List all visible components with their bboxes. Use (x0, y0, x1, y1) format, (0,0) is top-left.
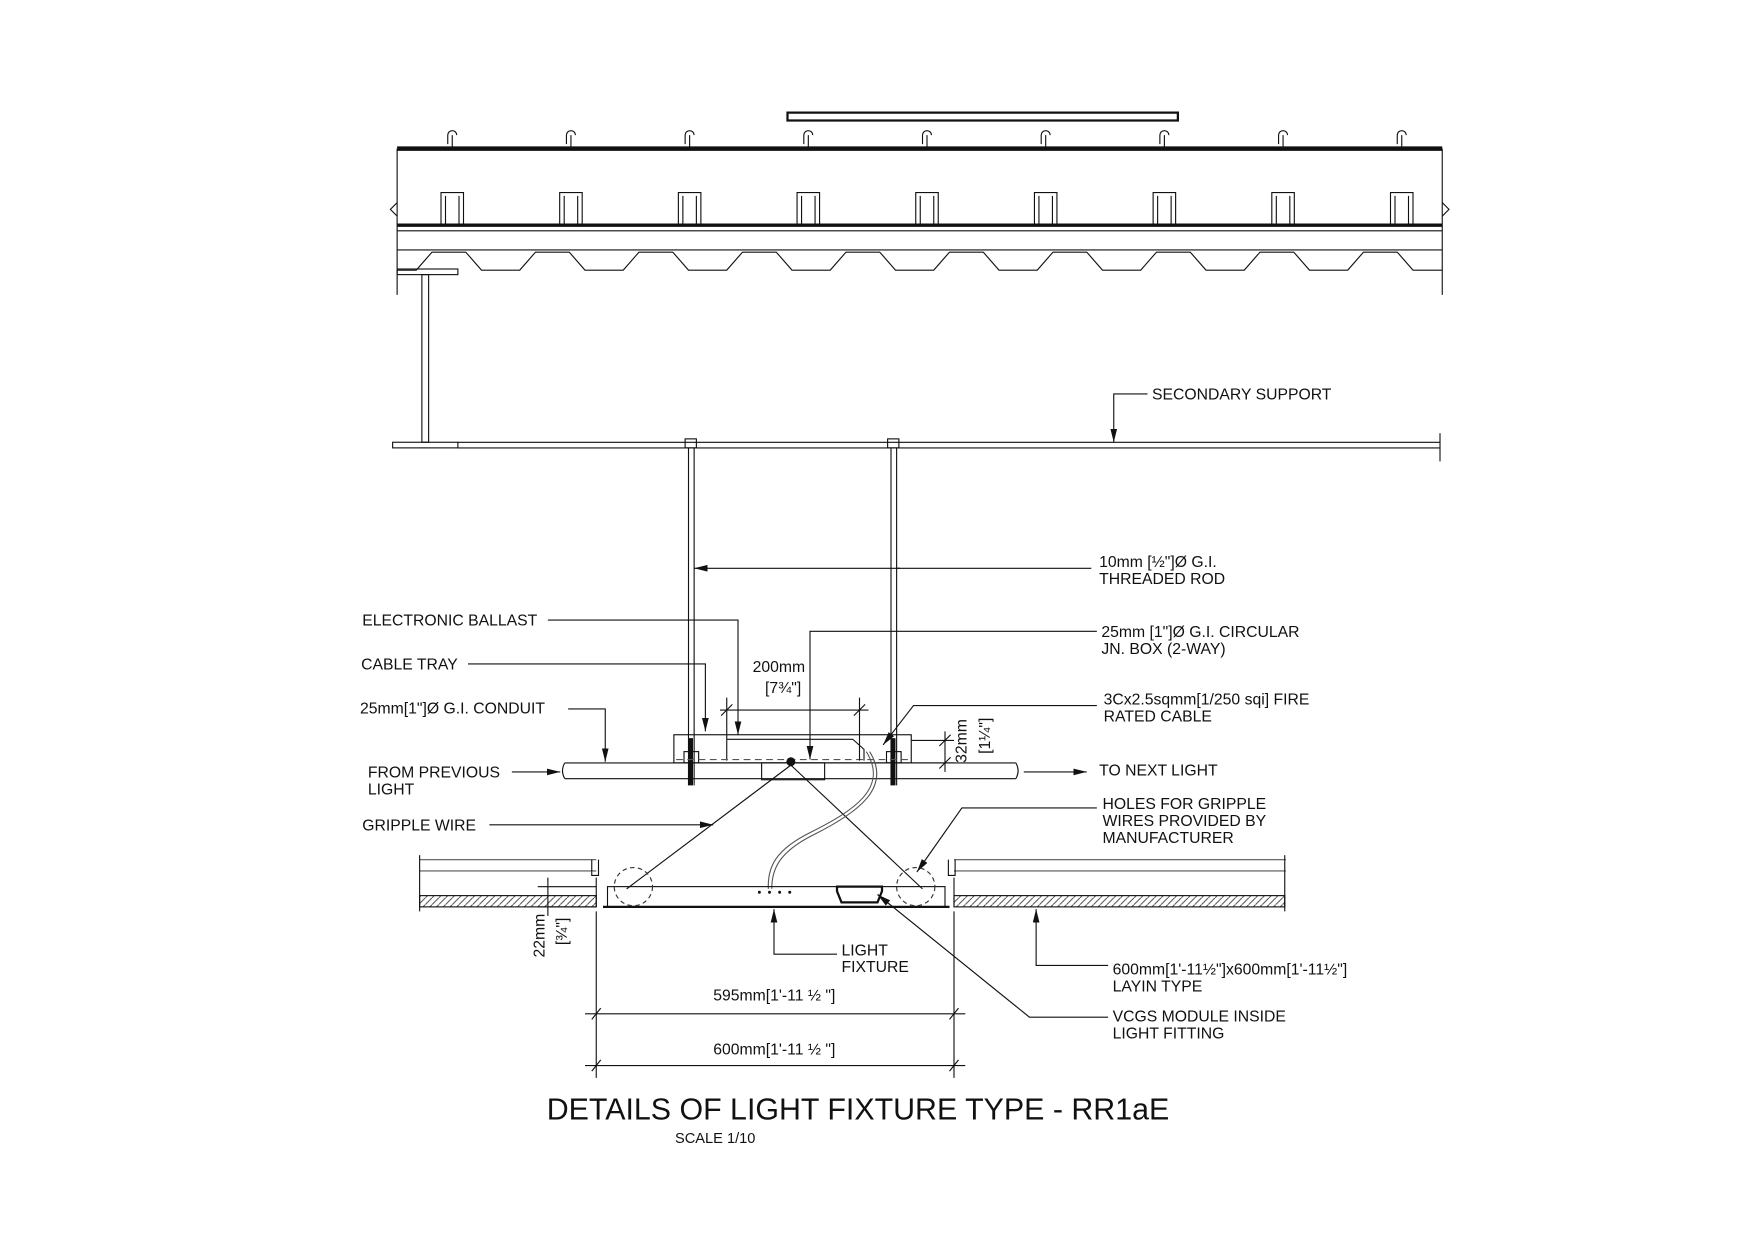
purlin (559, 191, 583, 226)
label-gripple-wire: GRIPPLE WIRE (362, 817, 476, 834)
gripple-wire-right (790, 764, 923, 890)
gi-conduit (561, 757, 1019, 781)
light-fixture (603, 866, 950, 908)
purlin (1033, 191, 1058, 226)
false-ceiling (419, 855, 1286, 912)
label-secondary-support: SECONDARY SUPPORT (1152, 387, 1332, 404)
roof-clip (565, 130, 576, 149)
roof-clip (1396, 130, 1407, 149)
gripple-wire-left (626, 764, 792, 890)
threaded-rods (683, 438, 902, 786)
purlin (915, 191, 939, 226)
gripple-hole-right (896, 866, 936, 907)
electronic-ballast (726, 738, 865, 761)
purlin (440, 191, 465, 226)
drawing-title: DETAILS OF LIGHT FIXTURE TYPE - RR1aE (547, 1094, 1169, 1127)
label-to-next-light: TO NEXT LIGHT (1099, 762, 1218, 779)
drawing-scale: SCALE 1/10 (675, 1131, 755, 1147)
fire-rated-cable (767, 751, 874, 889)
junction-box-center (786, 757, 796, 767)
roof-clip (803, 130, 814, 149)
label-threaded-rod: 10mm [½"]Ø G.I.THREADED ROD (1099, 554, 1225, 588)
purlin (1389, 191, 1414, 226)
roof-clip (1278, 130, 1289, 149)
label-electronic-ballast: ELECTRONIC BALLAST (362, 613, 537, 630)
dim-22-mm: 22mm (532, 914, 549, 958)
roof-structure (389, 111, 1450, 295)
dim-595: 595mm[1'-11 ½ "] (713, 987, 835, 1004)
secondary-support-beam (457, 433, 1441, 462)
gripple-hole-left (613, 866, 654, 907)
label-cable-tray: CABLE TRAY (361, 657, 458, 674)
dim-22-in: [¾"] (554, 918, 571, 945)
dim-200-in: [7¾"] (765, 680, 801, 697)
purlin (796, 191, 821, 226)
vcgs-module (835, 885, 884, 904)
purlin (1152, 191, 1177, 226)
purlin (1271, 191, 1295, 226)
steel-column (392, 268, 459, 449)
label-layin-tile: 600mm[1'-11½"]x600mm[1'-11½"]LAYIN TYPE (1113, 961, 1348, 995)
dim-200-mm: 200mm (753, 659, 806, 676)
roof-clip (447, 130, 458, 149)
purlin (677, 191, 702, 226)
purlin-clips (440, 130, 1414, 226)
dim-32-in: [1¼"] (977, 718, 994, 754)
roof-clip (1040, 130, 1051, 149)
roof-clip (1159, 130, 1170, 149)
roof-clip (921, 130, 933, 149)
label-conduit: 25mm[1"]Ø G.I. CONDUIT (360, 700, 545, 717)
trapezoidal-deck (397, 251, 1443, 271)
dim-600: 600mm[1'-11 ½ "] (713, 1041, 835, 1058)
roof-panel (786, 111, 1179, 122)
dim-32-mm: 32mm (953, 719, 970, 763)
roof-clip (684, 130, 695, 149)
